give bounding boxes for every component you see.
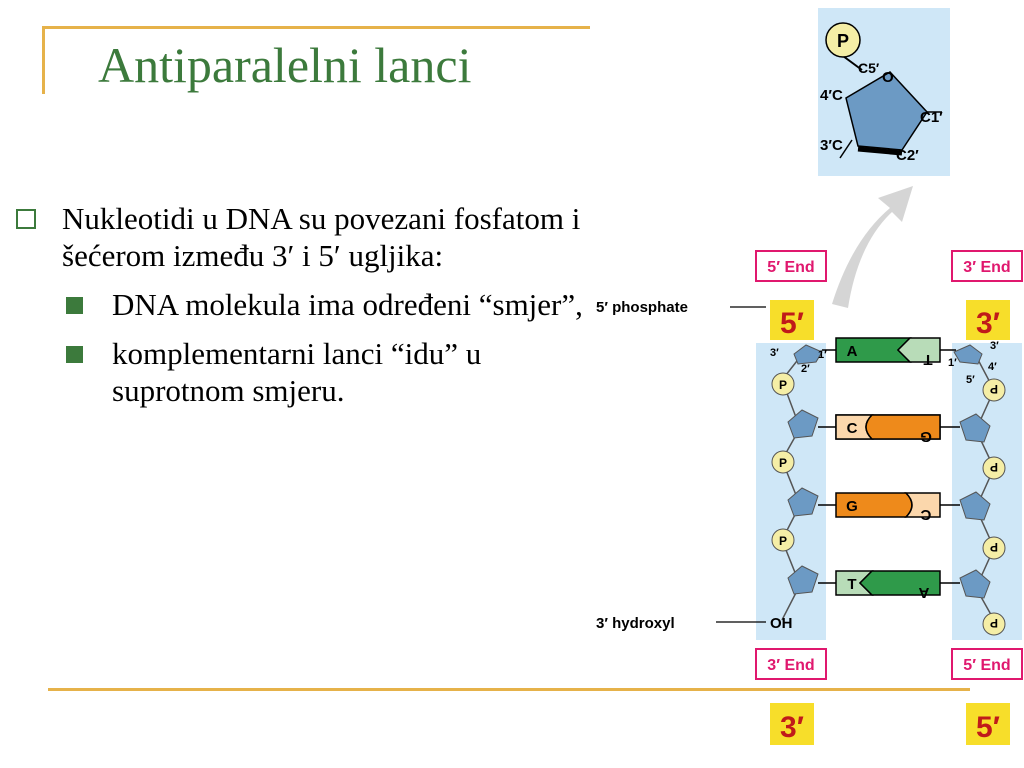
bullet-list: Nukleotidi u DNA su povezani fosfatom i … — [14, 200, 604, 409]
right-carbon-4: 4′ — [988, 361, 997, 373]
hollow-square-bullet-icon — [16, 209, 36, 229]
inset-phosphate — [825, 22, 861, 58]
base-3-right: C — [920, 506, 931, 523]
big-label-top-left-text: 5′ — [780, 307, 804, 340]
bullet-main-text: Nukleotidi u DNA su povezani fosfatom i … — [62, 201, 581, 273]
dna-antiparallel-diagram: P C5′ O 4′C C1′ 3′C C2′ 5′ End 3′ End 5′… — [596, 8, 1023, 745]
sub-bullet-antiparallel: komplementarni lanci “idu” u suprotnom s… — [14, 335, 604, 409]
big-label-top-right-text: 3′ — [976, 307, 1000, 340]
bottom-divider — [48, 688, 970, 691]
end-label-bottom-right: 5′ End — [951, 648, 1023, 680]
end-label-top-left: 5′ End — [755, 250, 827, 282]
base-pair-4: T A — [818, 570, 960, 601]
right-phosphate-4: P — [990, 616, 998, 630]
base-3-left: G — [846, 498, 858, 515]
right-carbon-1: 1′ — [948, 357, 957, 369]
left-carbon-2: 2′ — [801, 363, 810, 375]
sugar-inset: P C5′ O 4′C C1′ 3′C C2′ — [818, 8, 950, 176]
slide-title: Antiparalelni lanci — [98, 37, 472, 93]
right-phosphate-3: P — [990, 540, 998, 554]
left-carbon-1: 1′ — [818, 349, 827, 361]
oh-label: OH — [770, 615, 793, 632]
filled-square-bullet-icon — [66, 346, 83, 363]
big-label-top-left: 5′ — [770, 300, 814, 340]
left-phosphate-1: P — [779, 378, 787, 392]
end-label-top-right: 3′ End — [951, 250, 1023, 282]
right-strand-backbone: P P P P 1′ 5′ 4′ 3′ — [948, 340, 1006, 636]
end-label-bottom-left-text: 3′ End — [767, 657, 814, 674]
big-label-bottom-left-text: 3′ — [780, 711, 804, 744]
left-phosphate-3: P — [779, 534, 787, 548]
right-phosphate-2: P — [990, 460, 998, 474]
big-label-top-right: 3′ — [966, 300, 1010, 340]
inset-phosphate-label: P — [837, 31, 849, 51]
right-carbon-3: 3′ — [990, 340, 999, 352]
bullet-main: Nukleotidi u DNA su povezani fosfatom i … — [14, 200, 604, 274]
sugar-ring-inset — [845, 71, 928, 151]
end-label-bottom-right-text: 5′ End — [963, 657, 1010, 674]
inset-atom-c4: 4′C — [820, 87, 843, 104]
left-strand-background — [756, 343, 826, 640]
base-2-left: C — [847, 420, 858, 437]
base-pair-1: A T — [822, 337, 956, 368]
right-phosphate-1: P — [990, 382, 998, 396]
base-1-right: T — [923, 351, 932, 368]
zoom-arrow — [832, 186, 913, 308]
sub-bullet-direction-text: DNA molekula ima određeni “smjer”, — [112, 287, 583, 322]
hydroxyl-3-label: 3′ hydroxyl — [596, 615, 675, 632]
big-label-bottom-right: 5′ — [966, 703, 1010, 745]
end-label-top-left-text: 5′ End — [767, 259, 814, 276]
inset-atom-c2: C2′ — [896, 147, 919, 164]
end-label-bottom-left: 3′ End — [755, 648, 827, 680]
filled-square-bullet-icon — [66, 297, 83, 314]
left-strand-backbone: P P P 3′ 2′ 1′ — [770, 344, 827, 621]
inset-atom-c1: C1′ — [920, 109, 943, 126]
base-2-right: G — [920, 428, 932, 445]
left-carbon-3: 3′ — [770, 347, 779, 359]
sub-bullet-antiparallel-text: komplementarni lanci “idu” u suprotnom s… — [112, 336, 482, 408]
base-pair-2: C G — [818, 414, 960, 445]
title-frame-vertical — [42, 26, 45, 94]
inset-atom-c5: C5′ — [858, 60, 880, 76]
end-label-top-right-text: 3′ End — [963, 259, 1010, 276]
base-1-left: A — [847, 343, 858, 360]
base-pair-3: G C — [818, 492, 960, 523]
title-frame-horizontal — [42, 26, 590, 29]
phosphate-5-label: 5′ phosphate — [596, 299, 688, 316]
inset-atom-c3: 3′C — [820, 137, 843, 154]
left-phosphate-2: P — [779, 456, 787, 470]
inset-atom-o: O — [882, 69, 894, 86]
base-4-right: A — [918, 584, 929, 601]
right-carbon-5: 5′ — [966, 374, 975, 386]
sub-bullet-direction: DNA molekula ima određeni “smjer”, — [14, 286, 604, 323]
base-4-left: T — [847, 576, 856, 593]
big-label-bottom-right-text: 5′ — [976, 711, 1000, 744]
big-label-bottom-left: 3′ — [770, 703, 814, 745]
